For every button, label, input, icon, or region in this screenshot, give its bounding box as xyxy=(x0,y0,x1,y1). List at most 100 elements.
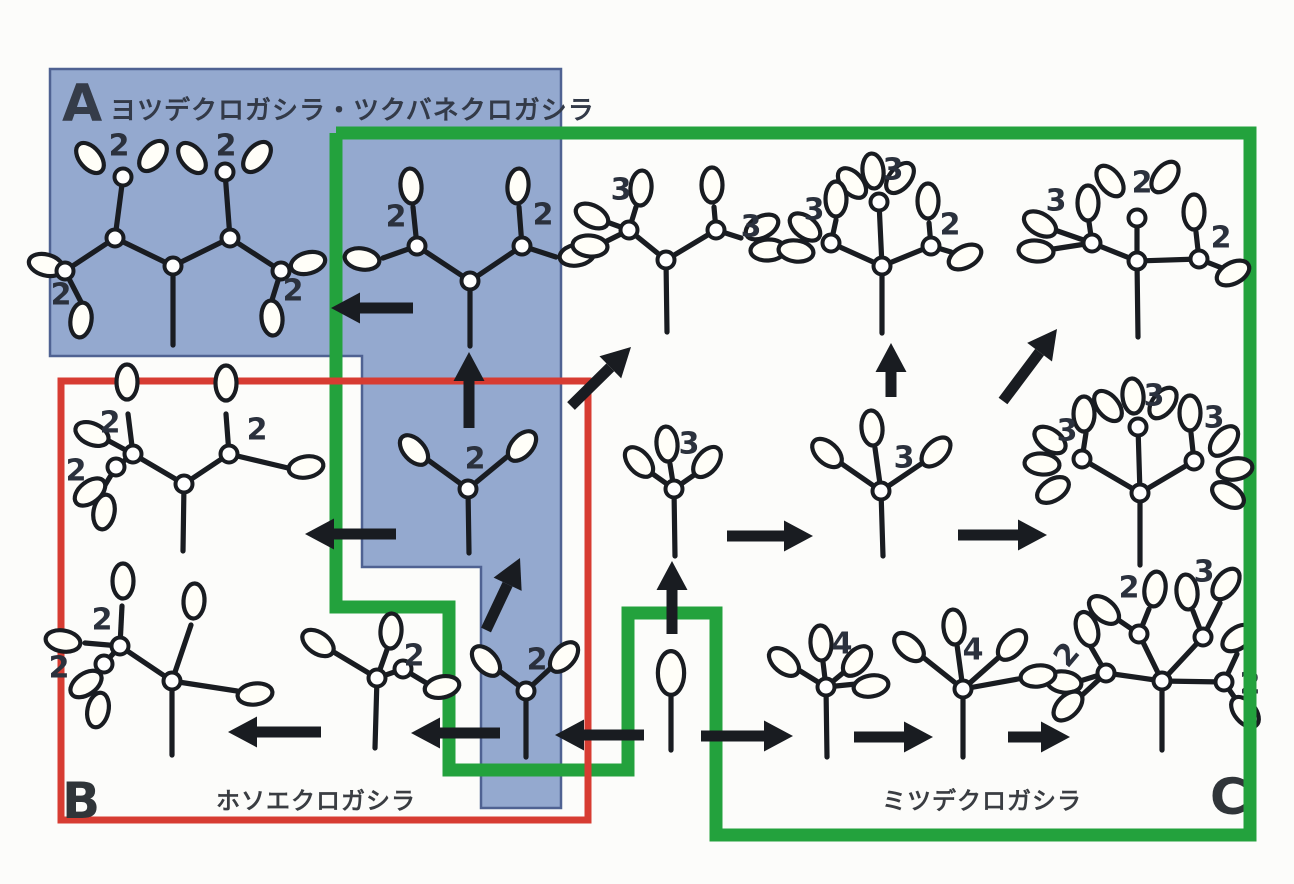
bud xyxy=(73,419,111,449)
bud xyxy=(622,445,656,479)
bud xyxy=(286,454,326,480)
bud xyxy=(776,238,816,264)
bud xyxy=(699,165,725,205)
bud xyxy=(766,646,802,678)
bud xyxy=(176,140,208,176)
branch-count-label: 3 xyxy=(883,153,904,188)
branch-node xyxy=(161,670,183,692)
bud xyxy=(919,435,953,469)
bud xyxy=(288,249,328,277)
bud xyxy=(808,623,834,663)
bud xyxy=(995,628,1029,662)
bud xyxy=(941,607,967,647)
bud xyxy=(1071,394,1097,434)
branch-count-label: 2 xyxy=(1119,571,1140,606)
branch-node xyxy=(162,255,184,277)
tree-c-top-tree-3: 322 xyxy=(1016,159,1252,340)
bud xyxy=(378,611,404,651)
arrow-left-to-y-lower xyxy=(555,719,644,751)
tree-y-tree-lower: 2 xyxy=(469,640,581,760)
branch-node xyxy=(663,478,685,500)
arrow-diagonal-c-right xyxy=(998,329,1057,405)
bud xyxy=(1032,424,1068,456)
bud xyxy=(74,140,106,176)
branch-count-label: 2 xyxy=(386,200,407,235)
bud xyxy=(398,166,424,206)
branch-count-label: 4 xyxy=(963,633,984,668)
branch-node xyxy=(459,270,481,292)
bud xyxy=(241,139,273,175)
arrow-right-c-bottom-3 xyxy=(1008,721,1070,753)
bud xyxy=(1142,569,1168,609)
arrow-left-b-bottom-1 xyxy=(228,716,321,748)
branch-node xyxy=(920,235,942,257)
arrow-up-c-middle xyxy=(875,343,907,397)
branch-node xyxy=(515,680,537,702)
branch-count-label: 3 xyxy=(894,441,915,476)
bud xyxy=(505,166,531,206)
branch-node xyxy=(1095,662,1117,684)
bud xyxy=(1149,159,1181,195)
branch-node xyxy=(1127,416,1149,438)
tree-b-bottom-left-tree: 22 xyxy=(43,561,275,758)
branch-count-label: 3 xyxy=(1204,401,1225,436)
bud xyxy=(840,644,874,678)
branch-count-label: 2 xyxy=(404,639,425,674)
bud xyxy=(654,424,680,464)
branch-count-label: 3 xyxy=(1057,414,1078,449)
bud xyxy=(1075,183,1101,223)
bud xyxy=(851,673,891,699)
tree-c-bottom-spread-4: 4 xyxy=(892,607,1058,760)
region-c-letter: C xyxy=(1210,768,1247,826)
branch-count-label: 2 xyxy=(49,651,70,686)
bud xyxy=(43,628,83,654)
branch-count-label: 2 xyxy=(51,278,72,313)
branch-node xyxy=(815,676,837,698)
branch-node xyxy=(218,443,240,465)
branch-node xyxy=(54,260,76,282)
bud xyxy=(810,436,844,470)
bud xyxy=(1215,456,1255,482)
branch-count-label: 2 xyxy=(1211,221,1232,256)
branch-node xyxy=(109,635,131,657)
branch-node xyxy=(1213,671,1235,693)
branch-node xyxy=(1188,248,1210,270)
arrow-diagonal-y-to-y xyxy=(481,558,522,633)
bud xyxy=(1021,209,1059,239)
region-c-green-border xyxy=(329,126,1257,842)
bud xyxy=(892,630,926,664)
bud xyxy=(422,674,462,700)
branch-count-label: 2 xyxy=(940,208,961,243)
bud xyxy=(68,668,104,700)
arrow-right-c-mid-2 xyxy=(958,519,1047,551)
bud xyxy=(1094,163,1126,199)
branch-node xyxy=(1129,482,1151,504)
tree-c-top-tree-1: 33 xyxy=(570,165,788,335)
branch-node xyxy=(705,219,727,241)
bud xyxy=(547,640,581,674)
region-a-letter: A xyxy=(62,74,103,134)
arrow-up-blue-column xyxy=(453,352,485,428)
branch-count-label: 2 xyxy=(100,406,121,441)
arrow-right-c-bottom-1 xyxy=(701,720,793,752)
bud xyxy=(860,151,886,191)
bud xyxy=(1018,663,1058,689)
arrow-left-b-bottom-2 xyxy=(411,717,500,749)
bud xyxy=(137,138,169,174)
bud xyxy=(469,644,503,678)
branch-node xyxy=(952,678,974,700)
bud xyxy=(300,627,336,659)
branch-node xyxy=(457,478,479,500)
branch-node xyxy=(1081,232,1103,254)
bud xyxy=(1022,451,1062,477)
bud xyxy=(85,690,111,730)
branch-count-label: 2 xyxy=(283,274,304,309)
branch-count-label: 2 xyxy=(66,454,87,489)
bud xyxy=(1214,258,1252,288)
bud xyxy=(1174,572,1200,612)
bud xyxy=(1035,475,1071,505)
branch-count-label: 3 xyxy=(804,193,825,228)
